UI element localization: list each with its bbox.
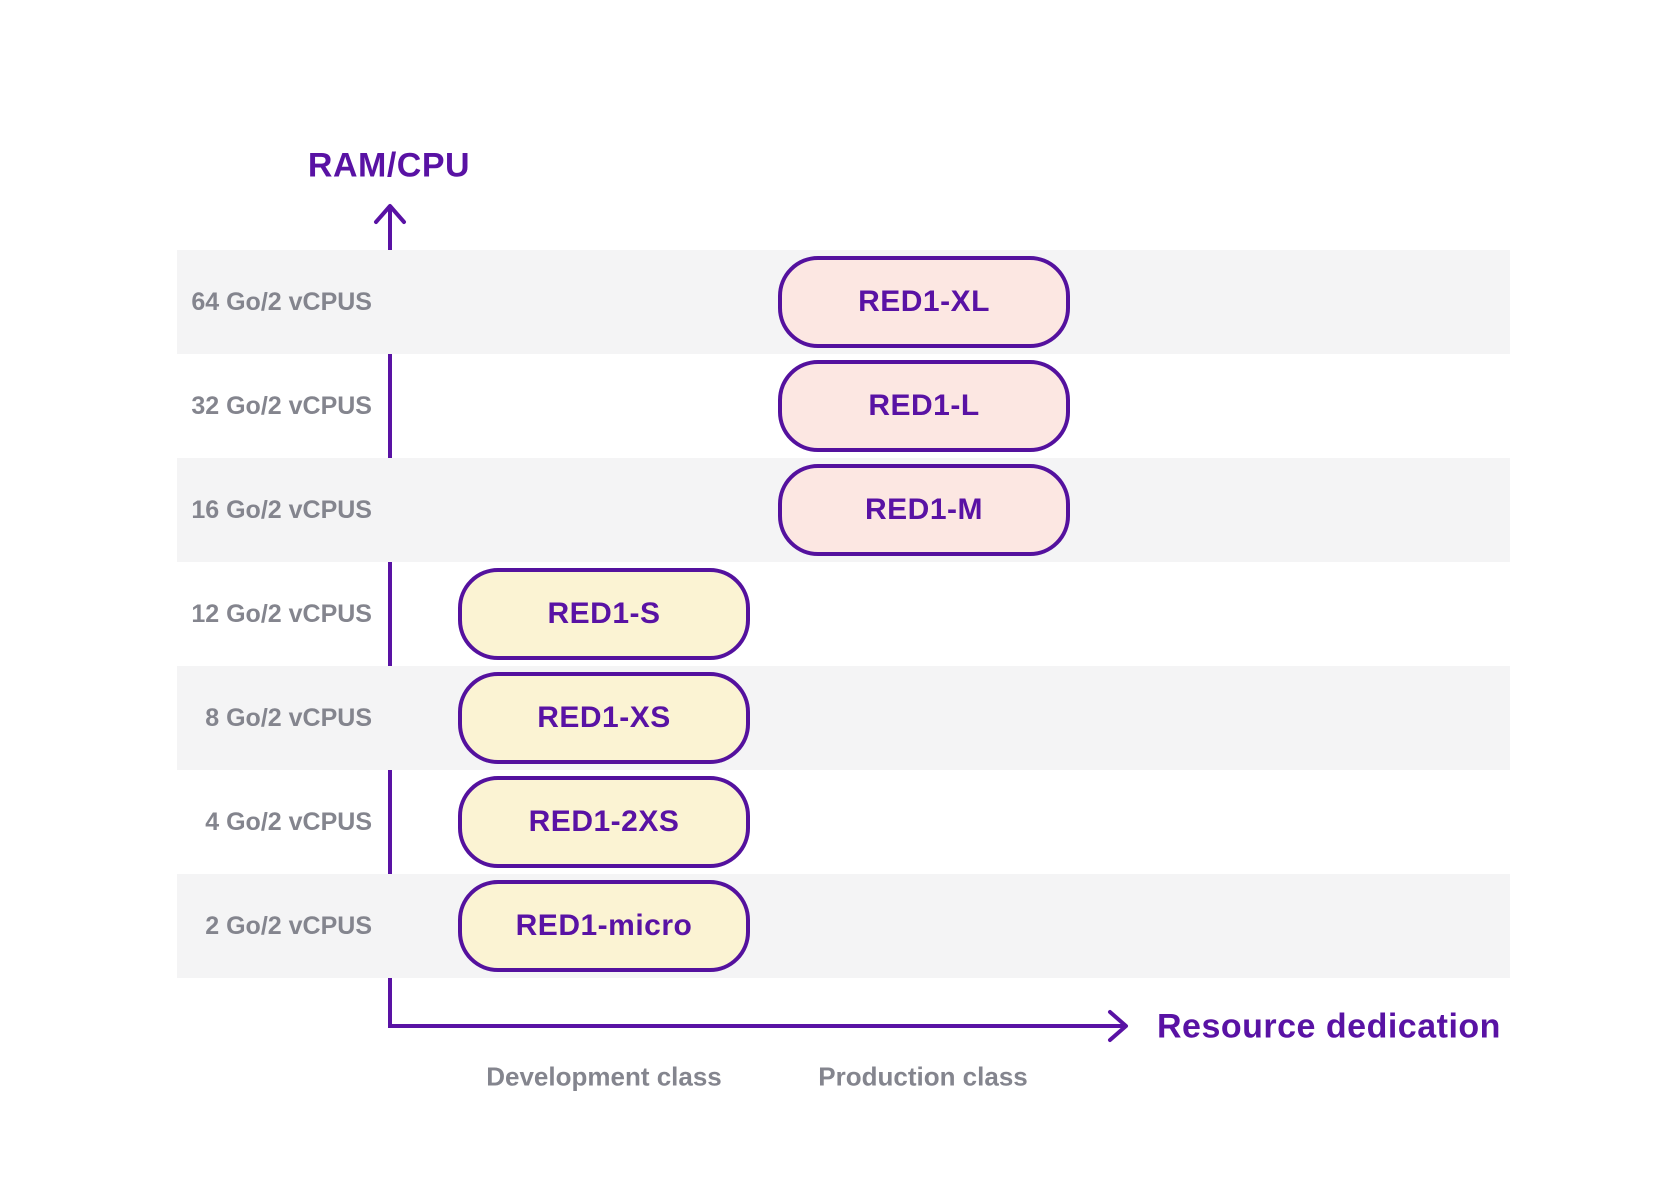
instance-label: RED1-XS [537,701,671,734]
instance-label: RED1-XL [858,285,990,318]
row-32go: 32 Go/2 vCPUS RED1-L [177,354,1510,458]
instance-label: RED1-S [547,597,661,630]
row-16go: 16 Go/2 vCPUS RED1-M [177,458,1510,562]
ram-tick-label: 8 Go/2 vCPUS [205,703,372,732]
y-axis-title: RAM/CPU [307,146,471,185]
row-12go: 12 Go/2 vCPUS RED1-S [177,562,1510,666]
instance-box-red1-s: RED1-S [458,568,750,660]
x-axis-title: Resource dedication [1157,1007,1501,1046]
x-category-development-class: Development class [486,1061,722,1092]
ram-tick-label: 4 Go/2 vCPUS [205,807,372,836]
x-axis-arrow [388,1010,1128,1042]
row-4go: 4 Go/2 vCPUS RED1-2XS [177,770,1510,874]
ram-tick-label: 2 Go/2 vCPUS [205,911,372,940]
instance-label: RED1-2XS [528,805,680,838]
row-2go: 2 Go/2 vCPUS RED1-micro [177,874,1510,978]
instance-label: RED1-M [864,493,983,526]
ram-tick-label: 64 Go/2 vCPUS [191,287,372,316]
row-64go: 64 Go/2 vCPUS RED1-XL [177,250,1510,354]
instance-box-red1-2xs: RED1-2XS [458,776,750,868]
instance-label: RED1-micro [515,909,693,942]
ram-tick-label: 32 Go/2 vCPUS [191,391,372,420]
instance-box-red1-xl: RED1-XL [778,256,1070,348]
ram-tick-label: 12 Go/2 vCPUS [191,599,372,628]
instance-box-red1-xs: RED1-XS [458,672,750,764]
instance-box-red1-micro: RED1-micro [458,880,750,972]
row-8go: 8 Go/2 vCPUS RED1-XS [177,666,1510,770]
x-category-production-class: Production class [818,1061,1028,1092]
instance-box-red1-m: RED1-M [778,464,1070,556]
instance-box-red1-l: RED1-L [778,360,1070,452]
instance-label: RED1-L [868,389,980,422]
ram-tick-label: 16 Go/2 vCPUS [191,495,372,524]
